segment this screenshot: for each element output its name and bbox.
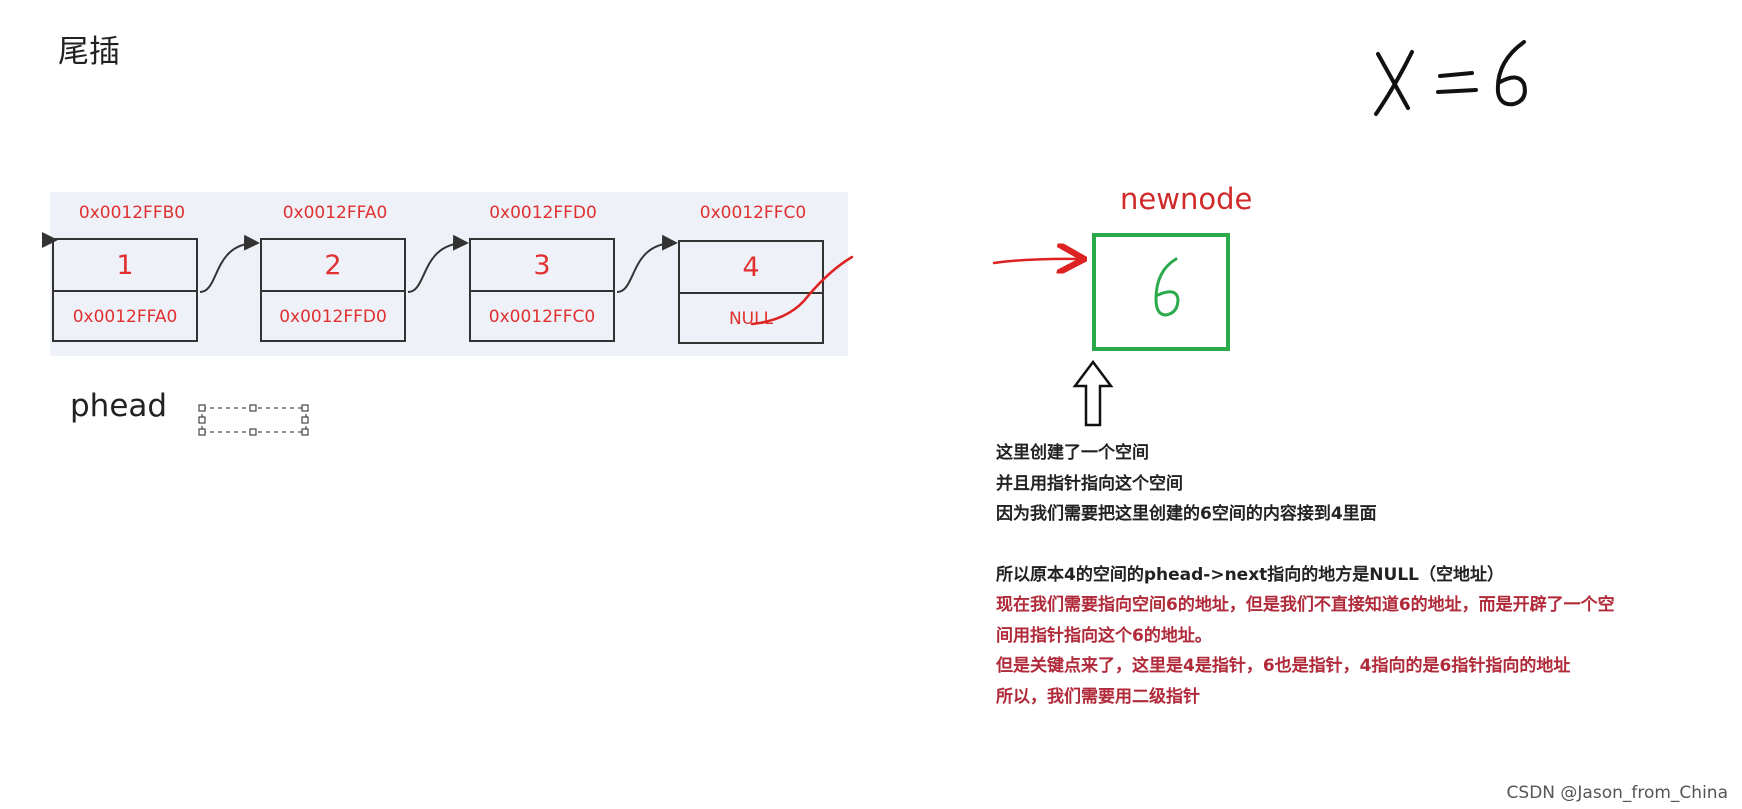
node-address-4: 0x0012FFC0 xyxy=(699,203,807,223)
red-arrow-to-newnode xyxy=(992,259,1082,263)
explanation-notes: 这里创建了一个空间 并且用指针指向这个空间 因为我们需要把这里创建的6空间的内容… xyxy=(996,438,1616,712)
note-line: 所以原本4的空间的phead->next指向的地方是NULL（空地址） xyxy=(996,564,1504,585)
node-next: 0x0012FFA0 xyxy=(72,307,178,327)
list-node-2: 2 0x0012FFD0 xyxy=(260,238,406,342)
newnode-label: newnode xyxy=(1120,182,1253,216)
handwritten-formula xyxy=(1374,40,1527,116)
newnode-value-drawing xyxy=(1154,257,1180,317)
note-line: 并且用指针指向这个空间 xyxy=(996,473,1183,494)
note-line: 但是关键点来了，这里是4是指针，6也是指针，4指向的是6指针指向的地址 xyxy=(996,656,1571,676)
connector-2-3 xyxy=(407,234,469,293)
up-arrow-icon xyxy=(1072,359,1114,427)
watermark: CSDN @Jason_from_China xyxy=(1506,783,1728,803)
phead-label: phead xyxy=(70,388,168,424)
node-next: NULL xyxy=(728,309,774,329)
note-line: 因为我们需要把这里创建的6空间的内容接到4里面 xyxy=(996,504,1377,524)
list-node-3: 3 0x0012FFC0 xyxy=(469,238,615,342)
note-line: 现在我们需要指向空间6的地址，但是我们不直接知道6的地址，而是开辟了一个空间用指… xyxy=(996,595,1615,646)
newnode-box xyxy=(1092,233,1230,351)
note-line: 这里创建了一个空间 xyxy=(996,443,1149,463)
connector-1-2 xyxy=(199,234,260,293)
node-address-2: 0x0012FFA0 xyxy=(282,203,388,223)
node-address-1: 0x0012FFB0 xyxy=(78,203,186,223)
selection-handles xyxy=(198,404,309,436)
node-value: 2 xyxy=(262,240,404,292)
node-value: 3 xyxy=(471,240,613,292)
note-line: 所以，我们需要用二级指针 xyxy=(996,686,1200,707)
node-value: 4 xyxy=(680,242,822,294)
node-next: 0x0012FFD0 xyxy=(279,307,387,327)
red-stroke-from-null xyxy=(750,255,854,326)
node-next: 0x0012FFC0 xyxy=(488,307,596,327)
list-node-1: 1 0x0012FFA0 xyxy=(52,238,198,342)
list-node-4: 4 NULL xyxy=(678,240,824,344)
page-title: 尾插 xyxy=(58,34,120,70)
connector-3-4 xyxy=(616,234,678,293)
node-address-3: 0x0012FFD0 xyxy=(489,203,597,223)
node-value: 1 xyxy=(54,240,196,292)
